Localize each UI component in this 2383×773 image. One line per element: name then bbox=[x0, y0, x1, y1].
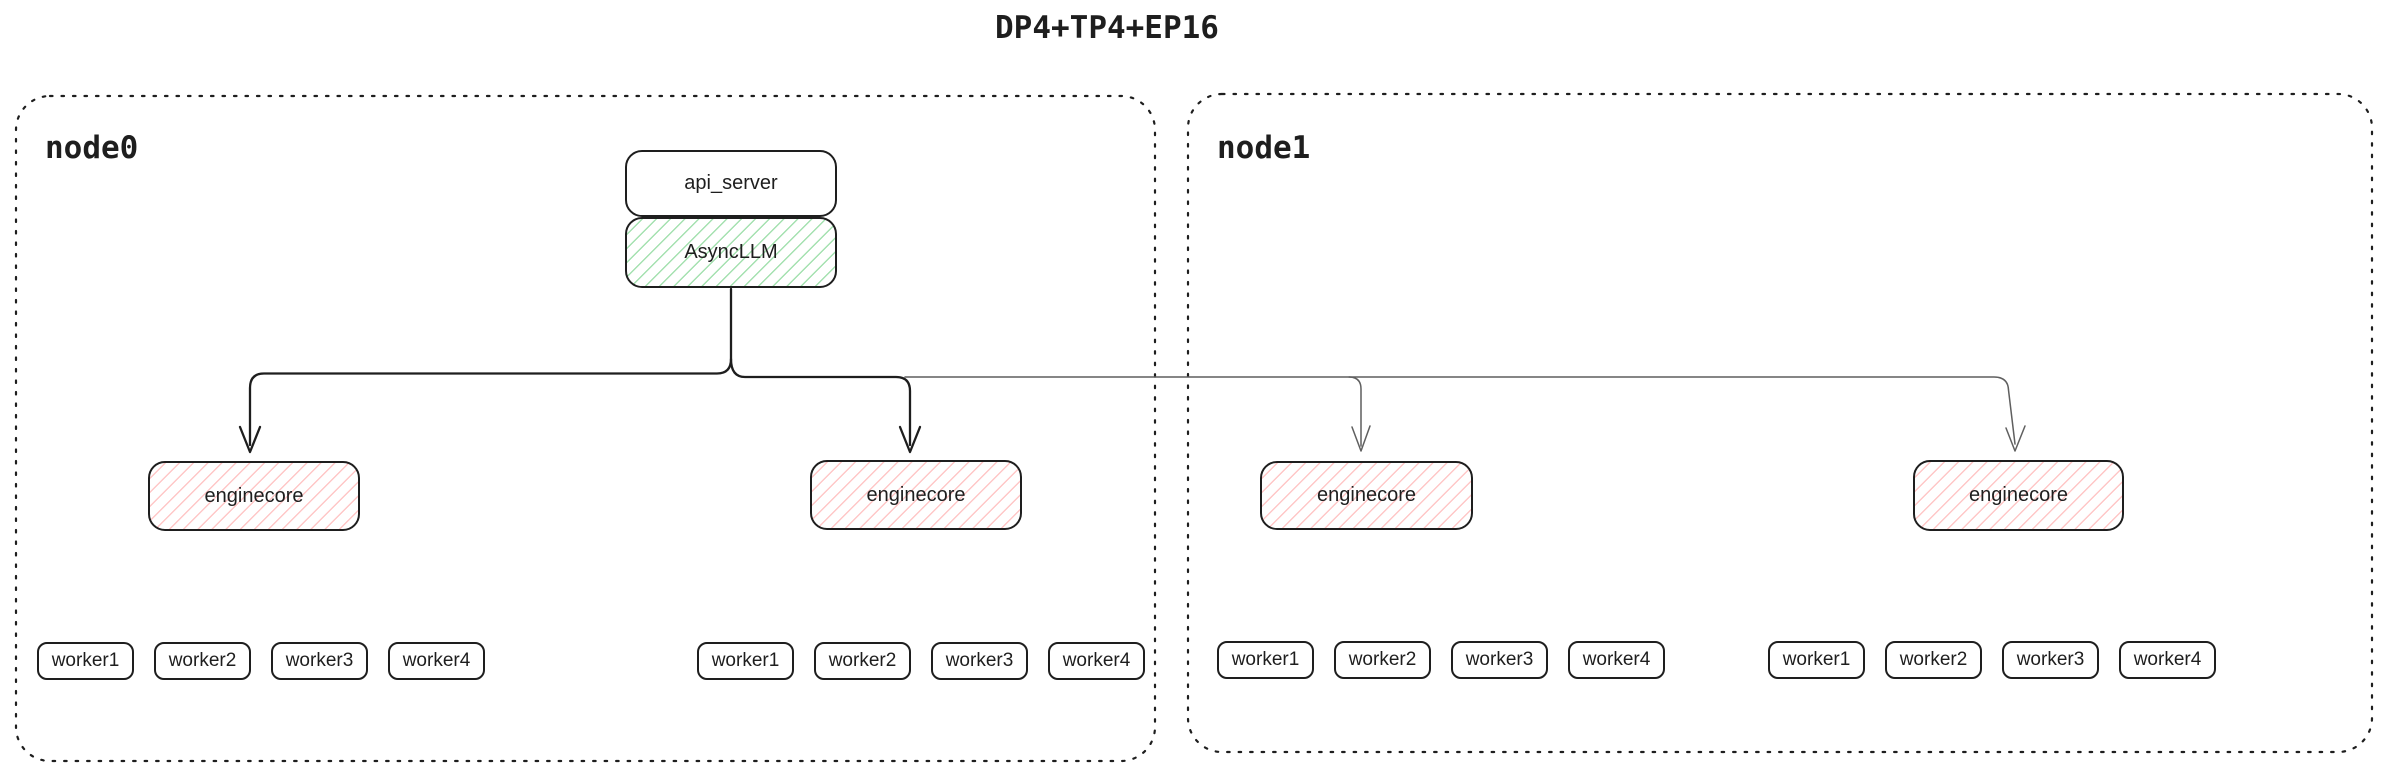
enginecore-label: enginecore bbox=[1969, 484, 2068, 506]
connector-to-enginecore2 bbox=[729, 357, 912, 447]
worker-box: worker3 bbox=[2002, 641, 2099, 679]
worker-box: worker1 bbox=[1768, 641, 1865, 679]
worker-box: worker4 bbox=[2119, 641, 2216, 679]
asyncllm-box: AsyncLLM bbox=[625, 217, 837, 288]
worker-box: worker3 bbox=[271, 642, 368, 680]
worker-box: worker2 bbox=[814, 642, 911, 680]
thin-connectors bbox=[904, 376, 2026, 452]
connector-to-enginecore1 bbox=[248, 287, 733, 447]
node1-label: node1 bbox=[1217, 130, 1311, 166]
worker-box: worker1 bbox=[1217, 641, 1314, 679]
arrowhead-enginecore1 bbox=[238, 425, 262, 454]
arrowhead-enginecore3 bbox=[1351, 425, 1371, 452]
worker-group-1: worker1 worker2 worker3 worker4 bbox=[37, 642, 485, 680]
worker-box: worker3 bbox=[931, 642, 1028, 680]
asyncllm-label: AsyncLLM bbox=[684, 241, 778, 263]
arrowhead-enginecore2 bbox=[898, 425, 922, 454]
enginecore-label: enginecore bbox=[1317, 484, 1416, 506]
worker-box: worker4 bbox=[1568, 641, 1665, 679]
enginecore-box-4: enginecore bbox=[1913, 460, 2124, 531]
enginecore-label: enginecore bbox=[866, 483, 966, 506]
api-server-box: api_server bbox=[625, 150, 837, 217]
enginecore-box-1: enginecore bbox=[148, 461, 360, 531]
connector-to-enginecore3 bbox=[1348, 376, 1362, 447]
enginecore-label: enginecore bbox=[204, 484, 304, 507]
worker-group-4: worker1 worker2 worker3 worker4 bbox=[1768, 641, 2216, 679]
arrowhead-enginecore4 bbox=[2005, 425, 2026, 452]
worker-group-3: worker1 worker2 worker3 worker4 bbox=[1217, 641, 1665, 679]
node0-label: node0 bbox=[45, 130, 139, 166]
worker-group-2: worker1 worker2 worker3 worker4 bbox=[697, 642, 1145, 680]
worker-box: worker4 bbox=[1048, 642, 1145, 680]
worker-box: worker2 bbox=[1885, 641, 1982, 679]
worker-box: worker3 bbox=[1451, 641, 1548, 679]
worker-box: worker1 bbox=[37, 642, 134, 680]
enginecore-box-2: enginecore bbox=[810, 460, 1022, 530]
heavy-connectors bbox=[238, 287, 922, 454]
diagram-title: DP4+TP4+EP16 bbox=[995, 10, 1219, 46]
worker-box: worker2 bbox=[1334, 641, 1431, 679]
worker-box: worker1 bbox=[697, 642, 794, 680]
api-server-label: api_server bbox=[684, 172, 778, 194]
worker-box: worker2 bbox=[154, 642, 251, 680]
worker-box: worker4 bbox=[388, 642, 485, 680]
enginecore-box-3: enginecore bbox=[1260, 461, 1473, 530]
connector-to-enginecore4 bbox=[904, 376, 2016, 445]
